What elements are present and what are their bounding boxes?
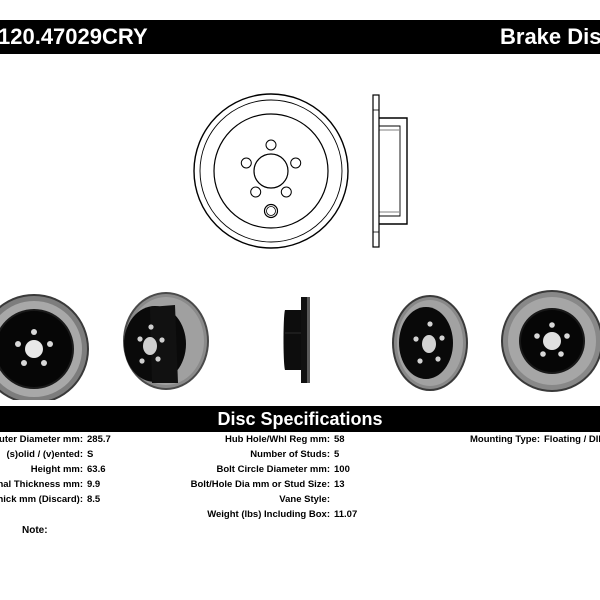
disc-render-back [501,290,600,392]
spec-value-weight: 11.07 [334,509,358,520]
spec-label-bolt-hole-dia: Bolt/Hole Dia mm or Stud Size: [190,479,330,490]
spec-label-min-thickness: Min Thick mm (Discard): [0,494,83,505]
header-title: Brake Disc [500,24,600,49]
spec-value-height: 63.6 [87,464,106,475]
spec-label-hub-hole: Hub Hole/Whl Reg mm: [224,434,330,445]
spec-value-solid-vented: S [87,449,94,460]
spec-label-vane-style: Vane Style: [279,494,330,505]
spec-label-bolt-circle: Bolt Circle Diameter mm: [216,464,330,475]
spec-value-hub-hole: 58 [334,434,345,445]
spec-value-number-of-studs: 5 [334,449,340,460]
part-number: 120.47029CRY [0,24,148,49]
spec-label-number-of-studs: Number of Studs: [250,449,330,460]
spec-value-outer-diameter: 285.7 [87,434,111,445]
disc-front-line-drawing [193,93,349,249]
spec-title: Disc Specifications [217,409,383,429]
spec-label-height: Height mm: [30,464,83,475]
disc-render-angled-right [392,295,468,391]
disc-side-profile-drawing [372,94,408,248]
spec-label-solid-vented: (s)olid / (v)ented: [6,449,83,460]
disc-render-side [283,297,310,383]
spec-label-outer-diameter: Outer Diameter mm: [0,434,83,445]
disc-render-angled-left [123,292,209,390]
spec-value-bolt-circle: 100 [334,464,350,475]
header-bar: 120.47029CRY Brake Disc [0,20,600,54]
spec-title-bar: Disc Specifications [0,406,600,432]
disc-drawings [0,93,600,400]
note-label: Note: [22,525,48,536]
spec-value-nominal-thickness: 9.9 [87,479,101,490]
spec-value-mounting-type: Floating / DIH [544,434,600,445]
spec-label-nominal-thickness: Nominal Thickness mm: [0,479,83,490]
spec-value-min-thickness: 8.5 [87,494,101,505]
spec-value-bolt-hole-dia: 13 [334,479,345,490]
spec-label-weight: Weight (lbs) Including Box: [207,509,330,520]
spec-label-mounting-type: Mounting Type: [469,434,540,445]
disc-render-front [0,294,89,400]
